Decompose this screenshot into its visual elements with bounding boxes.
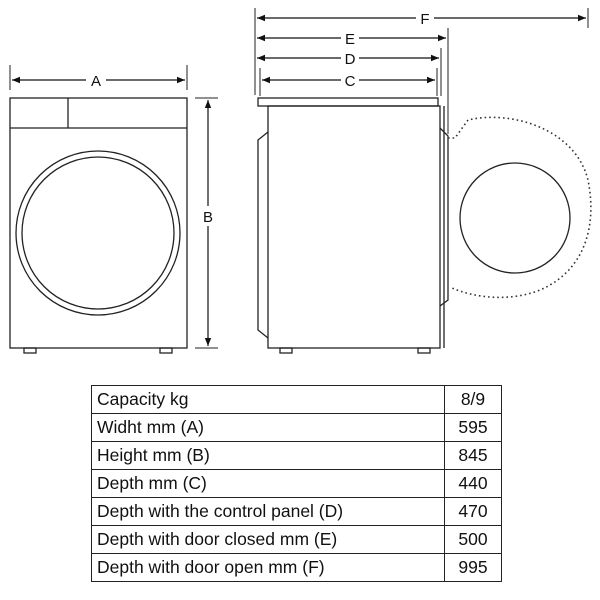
spec-value: 500	[444, 525, 502, 554]
dimension-d: D	[257, 48, 442, 96]
side-foot-right	[417, 347, 431, 354]
table-row: Widht mm (A) 595	[91, 413, 502, 442]
side-foot-left	[279, 347, 293, 354]
table-row: Depth with door open mm (F) 995	[91, 553, 502, 582]
dryer-dimension-diagram: A B F E D	[9, 8, 592, 354]
dimension-e: E	[257, 28, 449, 134]
spec-value: 470	[444, 497, 502, 526]
front-door-inner	[21, 156, 175, 310]
spec-label: Capacity kg	[91, 385, 445, 414]
label-a: A	[91, 73, 101, 90]
dimension-c: C	[259, 68, 438, 96]
side-body	[267, 105, 441, 349]
label-c: C	[345, 73, 356, 90]
front-door-outer	[15, 150, 181, 316]
spec-label: Depth mm (C)	[91, 469, 445, 498]
spec-value: 995	[444, 553, 502, 582]
open-door-glass	[459, 162, 571, 274]
spec-value: 595	[444, 413, 502, 442]
table-row: Depth with door closed mm (E) 500	[91, 525, 502, 554]
spec-label: Widht mm (A)	[91, 413, 445, 442]
spec-value: 845	[444, 441, 502, 470]
label-e: E	[345, 31, 355, 48]
side-door-profile	[257, 131, 269, 339]
spec-label: Height mm (B)	[91, 441, 445, 470]
spec-label: Depth with door open mm (F)	[91, 553, 445, 582]
spec-value: 440	[444, 469, 502, 498]
dimension-a: A	[9, 65, 188, 90]
table-row: Capacity kg 8/9	[91, 385, 502, 414]
label-b: B	[203, 209, 213, 226]
spec-label: Depth with the control panel (D)	[91, 497, 445, 526]
open-door	[448, 116, 592, 299]
specs-table: Capacity kg 8/9 Widht mm (A) 595 Height …	[91, 385, 502, 582]
table-row: Depth with the control panel (D) 470	[91, 497, 502, 526]
front-foot-left	[23, 347, 37, 354]
front-foot-right	[159, 347, 173, 354]
table-row: Depth mm (C) 440	[91, 469, 502, 498]
front-body	[9, 97, 188, 349]
side-control-panel	[257, 97, 439, 107]
dimension-b: B	[195, 97, 218, 349]
dimension-f: F	[254, 8, 589, 95]
spec-value: 8/9	[444, 385, 502, 414]
label-f: F	[420, 11, 429, 28]
label-d: D	[345, 51, 356, 68]
spec-label: Depth with door closed mm (E)	[91, 525, 445, 554]
open-door-outline	[448, 116, 592, 299]
front-view	[9, 97, 188, 354]
side-view	[257, 97, 449, 354]
table-row: Height mm (B) 845	[91, 441, 502, 470]
